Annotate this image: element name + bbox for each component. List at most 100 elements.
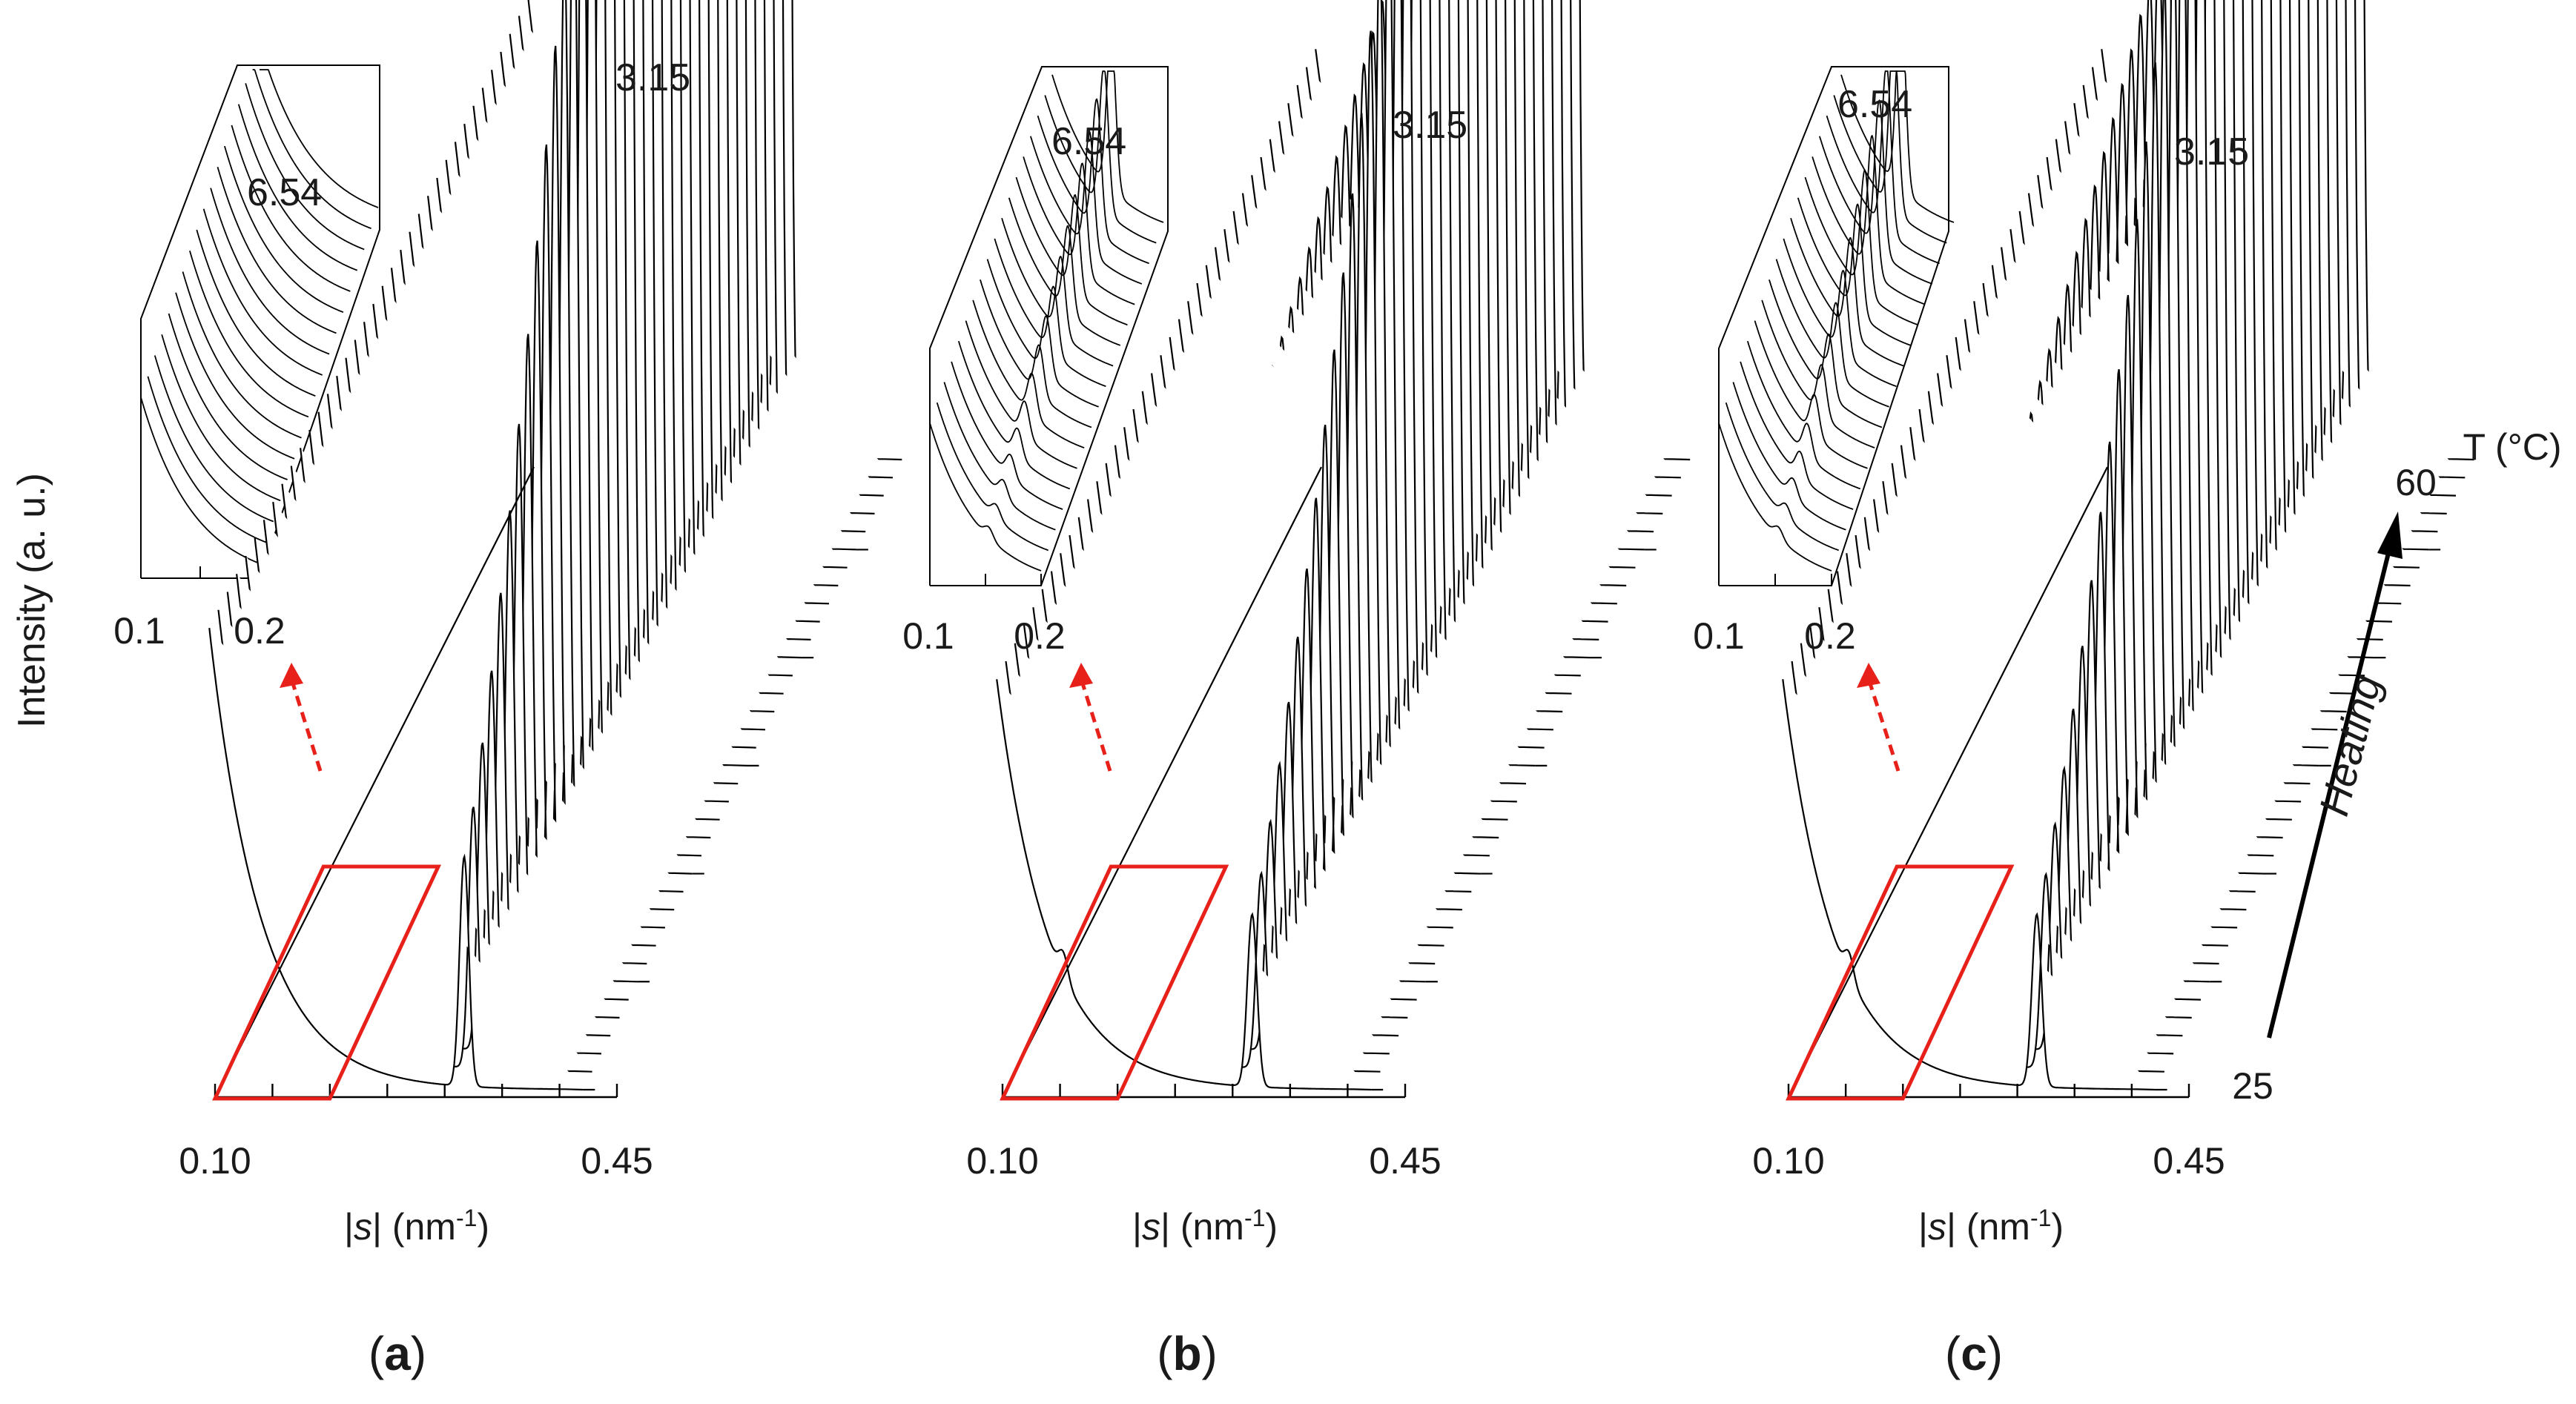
inset-curve-13 <box>231 125 351 292</box>
inset-tick-label-b-0: 0.1 <box>902 615 954 657</box>
panel-label-c: (c) <box>1945 1327 2003 1380</box>
inset-curve-1 <box>147 376 267 543</box>
inset-tick-label-b-1: 0.2 <box>1014 615 1066 657</box>
s-tick-label-a-min: 0.10 <box>179 1140 251 1182</box>
inset-curve-3 <box>951 361 1063 510</box>
inset-curve-5 <box>175 292 295 460</box>
main-peak-label-c: 3.15 <box>2174 130 2249 173</box>
inset-curve-13 <box>1812 134 1926 305</box>
inset-curve-12 <box>1804 169 1918 326</box>
selection-box <box>212 864 441 1101</box>
inset-curve-9 <box>1783 238 1897 388</box>
inset-curve-7 <box>189 251 309 418</box>
inset-curve-7 <box>1768 279 1883 428</box>
inset-tick-label-c-1: 0.2 <box>1804 615 1856 657</box>
inset-curve-9 <box>994 238 1106 388</box>
selection-box <box>1000 864 1229 1101</box>
waterfall-b <box>996 0 1691 1091</box>
s-axis-title-c: |s| (nm-1) <box>1918 1205 2064 1248</box>
s-tick-label-c-min: 0.10 <box>1752 1140 1824 1182</box>
selection-box <box>1786 864 2015 1101</box>
inset-curve-10 <box>1790 218 1904 367</box>
inset-curve-11 <box>1797 197 1912 346</box>
s-axis-title-b: |s| (nm-1) <box>1132 1205 1278 1248</box>
zoom-arrow-c <box>1857 663 1900 772</box>
heating-arrow-head <box>2377 511 2402 559</box>
inset-curve-15 <box>1037 98 1149 265</box>
s-tick-label-b-min: 0.10 <box>966 1140 1038 1182</box>
inset-curve-15 <box>245 83 365 251</box>
inset-peak-label-b: 6.54 <box>1051 120 1126 163</box>
inset-curve-15 <box>1826 70 1940 265</box>
zoom-arrow-a <box>280 663 323 772</box>
inset-curve-16 <box>252 69 371 230</box>
zoom-arrow-head <box>1069 663 1093 688</box>
inset-curve-3 <box>161 334 281 502</box>
inset-curve-14 <box>237 104 358 271</box>
zoom-arrow-head <box>280 663 303 688</box>
waterfall-a <box>208 0 902 1091</box>
temperature-start-label: 25 <box>2232 1065 2273 1107</box>
spectrum-curve-0 <box>996 679 1372 1091</box>
inset-curve-4 <box>1746 340 1861 490</box>
s-axis-title-a: |s| (nm-1) <box>344 1205 489 1248</box>
s-tick-label-c-max: 0.45 <box>2153 1140 2225 1182</box>
spectrum-curve-0 <box>208 627 584 1091</box>
waterfall-c <box>1782 0 2474 1091</box>
main-peak-label-b: 3.15 <box>1393 104 1467 147</box>
s-tick-label-b-max: 0.45 <box>1369 1140 1441 1182</box>
inset-c <box>1718 66 1955 586</box>
inset-curve-0 <box>1718 423 1832 572</box>
depth-axis-left <box>214 466 535 1098</box>
inset-curve-5 <box>965 320 1077 469</box>
panel-c: 3.15 6.54 0.1 0.2 0.10 0.45 |s| (nm-1) (… <box>1693 0 2474 1380</box>
inset-curve-1 <box>1725 402 1840 552</box>
inset-curve-4 <box>957 340 1071 490</box>
zoom-arrow-head <box>1857 663 1880 688</box>
inset-curve-8 <box>986 259 1099 408</box>
temperature-axis: T (°C) 60 25 Heating <box>2232 426 2561 1107</box>
inset-curve-1 <box>936 402 1049 552</box>
inset-curve-2 <box>153 355 274 523</box>
temperature-end-label: 60 <box>2395 462 2437 503</box>
s-tick-label-a-max: 0.45 <box>581 1140 653 1182</box>
inset-curve-12 <box>1015 176 1128 326</box>
inset-peak-label-c: 6.54 <box>1837 83 1912 126</box>
inset-curve-7 <box>980 279 1092 428</box>
inset-curve-16 <box>1833 70 1947 244</box>
inset-curve-17 <box>1051 70 1164 223</box>
inset-curve-8 <box>1775 259 1889 408</box>
inset-curve-10 <box>210 188 330 355</box>
zoom-arrow-line <box>1868 683 1900 772</box>
depth-axis-left <box>1788 466 2108 1098</box>
inset-curve-12 <box>224 145 344 314</box>
inset-curve-6 <box>1761 299 1875 448</box>
inset-a <box>140 64 380 579</box>
inset-curve-6 <box>182 271 302 439</box>
inset-peak-label-a: 6.54 <box>247 171 322 214</box>
s-axis-c <box>1786 466 2190 1101</box>
inset-tick-label-c-0: 0.1 <box>1693 615 1745 657</box>
zoom-arrow-b <box>1069 663 1112 772</box>
inset-curve-10 <box>1001 218 1114 367</box>
inset-curve-5 <box>1754 320 1868 469</box>
inset-curve-14 <box>1030 130 1143 285</box>
panel-label-b: (b) <box>1157 1327 1218 1380</box>
inset-curve-16 <box>1044 70 1157 244</box>
zoom-arrow-line <box>1080 683 1112 772</box>
panel-b: 3.15 6.54 0.1 0.2 0.10 0.45 |s| (nm-1) (… <box>902 0 1691 1380</box>
zoom-arrow-line <box>291 683 323 772</box>
inset-b <box>929 66 1169 586</box>
inset-tick-label-a-0: 0.1 <box>113 610 165 652</box>
inset-curve-4 <box>168 313 288 480</box>
inset-curve-17 <box>1840 70 1955 223</box>
inset-curve-0 <box>140 397 260 564</box>
inset-curve-2 <box>943 382 1056 531</box>
s-axis-a <box>212 466 618 1101</box>
spectrum-curve-0 <box>1782 679 2156 1091</box>
panel-a: 3.15 6.54 0.1 0.2 0.10 0.45 |s| (nm-1) (… <box>113 0 902 1380</box>
temperature-axis-title: T (°C) <box>2463 426 2562 468</box>
inset-curve-8 <box>196 229 316 397</box>
inset-curve-6 <box>972 299 1085 448</box>
